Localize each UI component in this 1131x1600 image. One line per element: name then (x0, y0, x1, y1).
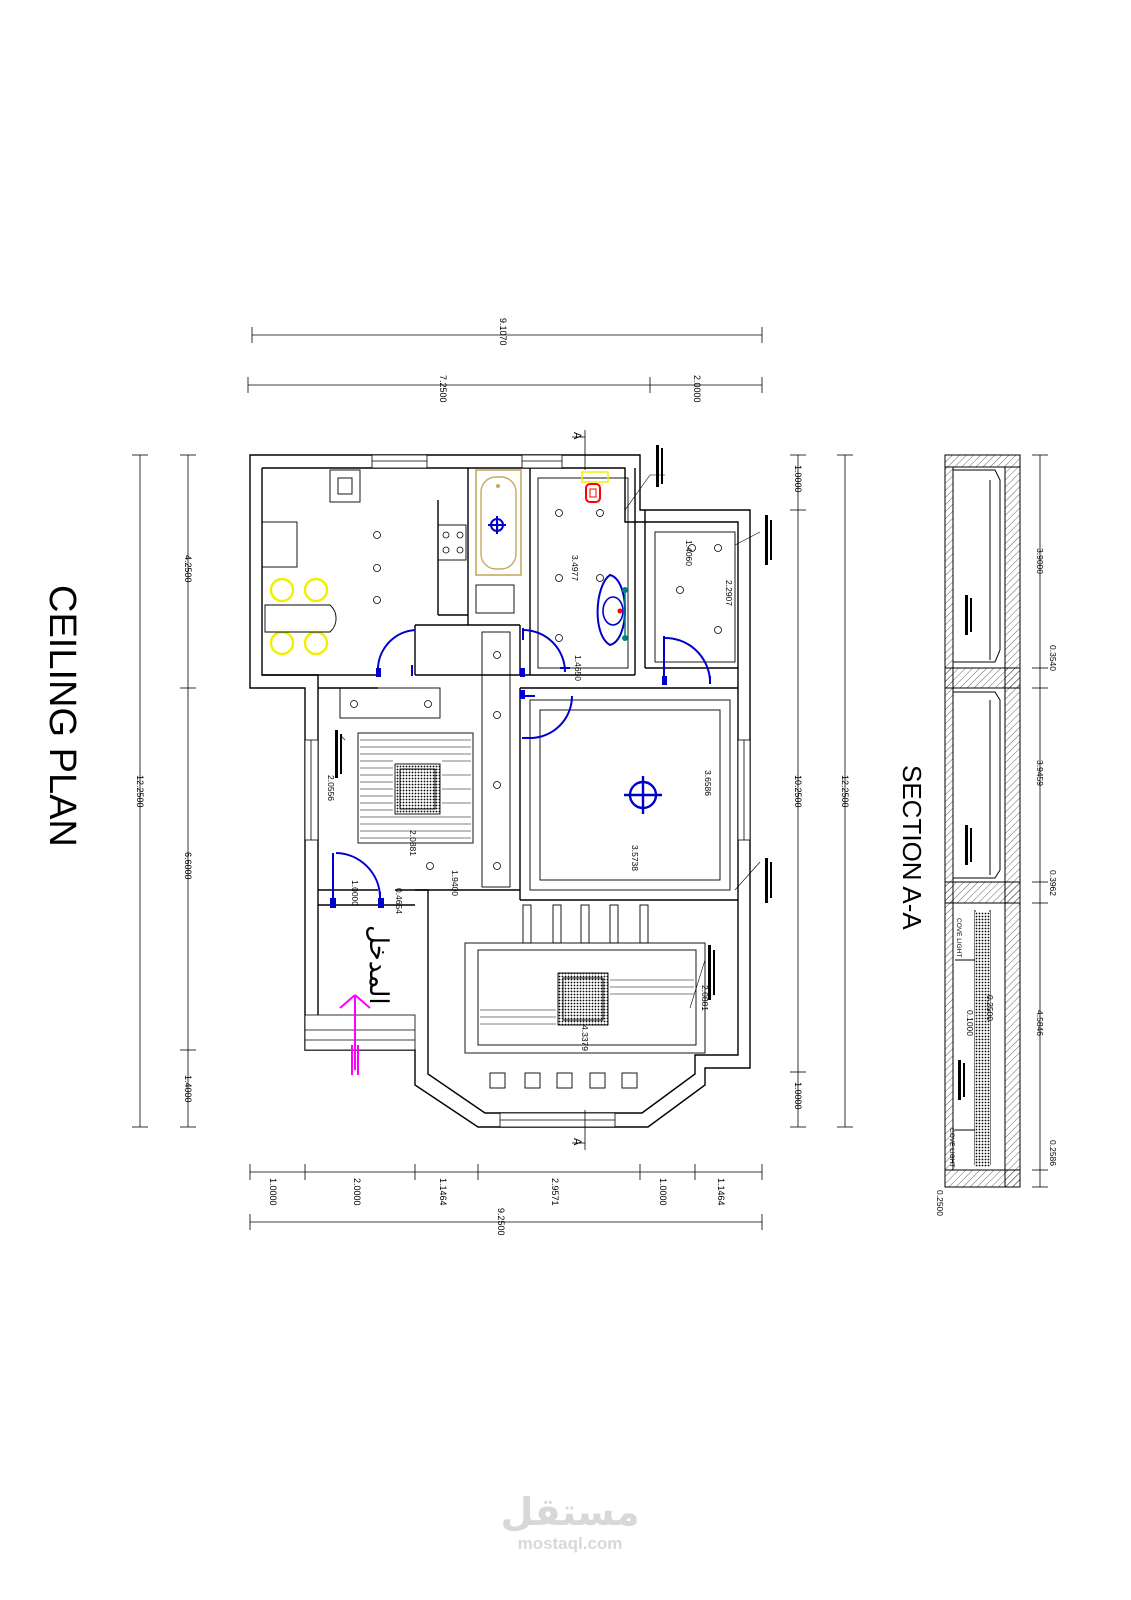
dim-bath-length: 3.4977 (570, 555, 580, 581)
dim-room2-b: 2.2907 (724, 580, 734, 606)
dim-right-inner: 10.2500 (793, 775, 803, 808)
annotation-notes (335, 445, 772, 1000)
dim-hall-b: 2.0881 (408, 830, 418, 856)
dim-reception-length: 4.3379 (580, 1025, 590, 1051)
bath-shelf (475, 584, 515, 614)
section-fill-dots (975, 912, 990, 1167)
dim-left-bottom: 1.4000 (183, 1075, 193, 1103)
annotation-leaders (339, 474, 761, 1009)
section-notes (958, 595, 972, 1100)
entrance-label: المدخل (364, 925, 394, 1005)
dim-bottom-overall: 9.2500 (496, 1208, 506, 1236)
spot-lights (350, 509, 722, 870)
dim-passage: 1.4650 (573, 655, 583, 681)
cove-light-label-1: COVE LIGHT (955, 918, 962, 957)
dim-entrance-door: 1.0000 (350, 880, 360, 906)
basin (596, 573, 628, 647)
section-marker-top: A (571, 432, 583, 440)
drawing-texts: CEILING PLAN SECTION A-A المدخل A A 9.10… (41, 318, 1058, 1236)
dim-section-7: 0.2500 (935, 1190, 945, 1216)
cove-light-label-2: COVE LIGHT (948, 1128, 955, 1167)
watermark-logo: مستقل (500, 1490, 640, 1534)
dim-bottom-seg-4: 2.9571 (550, 1178, 560, 1206)
slat-lines (360, 739, 694, 1025)
windows (304, 454, 751, 1128)
dim-bottom-seg-3: 1.1464 (438, 1178, 448, 1206)
dim-section-5: 4.5846 (1035, 1010, 1045, 1036)
dimension-lines (132, 327, 1048, 1230)
dim-bottom-seg-5: 1.0000 (658, 1178, 668, 1206)
ceiling-features (261, 469, 736, 1089)
dim-top-overall: 9.1070 (498, 318, 508, 346)
section-cut-markers (572, 430, 586, 1150)
mostaql-watermark: مستقل mostaql.com (470, 1490, 670, 1554)
section-title: SECTION A-A (897, 765, 927, 930)
dining-table (264, 604, 337, 633)
dim-section-6: 0.2586 (1048, 1140, 1058, 1166)
dim-right-bottom: 1.0000 (793, 1082, 803, 1110)
dim-right-top: 1.0000 (793, 465, 803, 493)
entrance-arrow (339, 994, 371, 1075)
bathtub (475, 469, 522, 576)
chandelier-fixture (624, 776, 662, 814)
dim-reception-width: 2.0881 (700, 985, 710, 1011)
door-markers (330, 668, 667, 908)
dim-left-mid: 6.6000 (183, 852, 193, 880)
dim-room2-a: 1.4060 (684, 540, 694, 566)
dim-section-9: 0.1000 (965, 1010, 975, 1036)
dim-top-right: 2.0000 (692, 375, 702, 403)
dim-section-8: 0.2500 (985, 995, 995, 1021)
dim-section-1: 3.9000 (1035, 548, 1045, 574)
dim-section-4: 0.3962 (1048, 870, 1058, 896)
section-marker-bottom: A (571, 1138, 583, 1146)
watermark-site: mostaql.com (517, 1534, 623, 1553)
dim-left-outer: 12.2500 (135, 775, 145, 808)
dim-left-top: 4.2500 (183, 555, 193, 583)
dim-hall-a: 2.0556 (326, 775, 336, 801)
dim-entrance-small: 0.4654 (394, 888, 404, 914)
dim-bottom-seg-6: 1.1464 (716, 1178, 726, 1206)
toilet (581, 471, 609, 503)
dim-bottom-seg-2: 2.0000 (352, 1178, 362, 1206)
dim-corridor: 1.9400 (450, 870, 460, 896)
dim-living-length: 3.6586 (703, 770, 713, 796)
dim-top-left: 7.2500 (438, 375, 448, 403)
dim-right-outer: 12.2500 (840, 775, 850, 808)
dim-living-width: 3.5738 (630, 845, 640, 871)
bath-light-fixture (488, 516, 506, 534)
dim-section-2: 0.3540 (1048, 645, 1058, 671)
doors (332, 628, 711, 908)
ceiling-plan-title: CEILING PLAN (41, 585, 83, 847)
dim-section-3: 3.9459 (1035, 760, 1045, 786)
dim-bottom-seg-1: 1.0000 (268, 1178, 278, 1206)
